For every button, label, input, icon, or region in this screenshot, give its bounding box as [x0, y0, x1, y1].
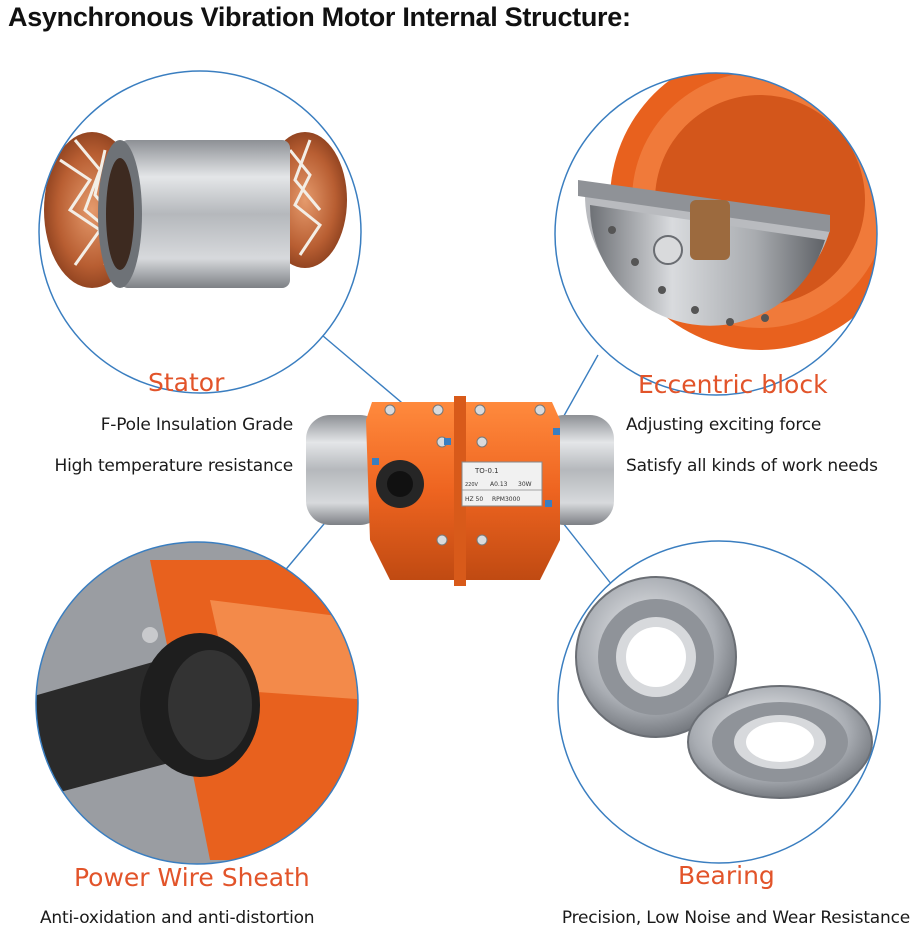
page-title: Asynchronous Vibration Motor Internal St… — [8, 2, 631, 32]
eccentric-block-illustration — [554, 72, 878, 396]
stator-illustration — [38, 70, 362, 394]
desc-stator-1: F-Pole Insulation Grade — [100, 415, 294, 435]
desc-stator-2: High temperature resistance — [54, 456, 293, 476]
bearing-illustration — [557, 540, 881, 864]
nameplate-row1a: 220V — [465, 482, 479, 488]
label-eccentric-block: Eccentric block — [638, 370, 828, 399]
desc-bearing: Precision, Low Noise and Wear Resistance — [561, 908, 910, 928]
marker-wire — [372, 458, 379, 465]
label-bearing: Bearing — [678, 861, 775, 890]
nameplate-model: TO-0.1 — [474, 467, 499, 475]
label-power-wire-sheath: Power Wire Sheath — [74, 863, 310, 892]
nameplate-row2b: RPM3000 — [492, 496, 520, 503]
marker-bearing — [545, 500, 552, 507]
desc-eccentric-1: Adjusting exciting force — [626, 415, 822, 435]
marker-eccentric — [553, 428, 560, 435]
label-stator: Stator — [148, 368, 225, 397]
vibration-motor-illustration: TO-0.1 220V A0.13 30W HZ 50 RPM3000 — [306, 396, 614, 586]
nameplate-row1b: A0.13 — [490, 481, 508, 488]
marker-stator — [444, 438, 451, 445]
power-wire-sheath-illustration — [35, 541, 359, 865]
desc-wire: Anti-oxidation and anti-distortion — [40, 908, 315, 928]
nameplate-row2a: HZ 50 — [465, 496, 483, 503]
nameplate-row1c: 30W — [518, 481, 532, 488]
desc-eccentric-2: Satisfy all kinds of work needs — [626, 456, 878, 476]
